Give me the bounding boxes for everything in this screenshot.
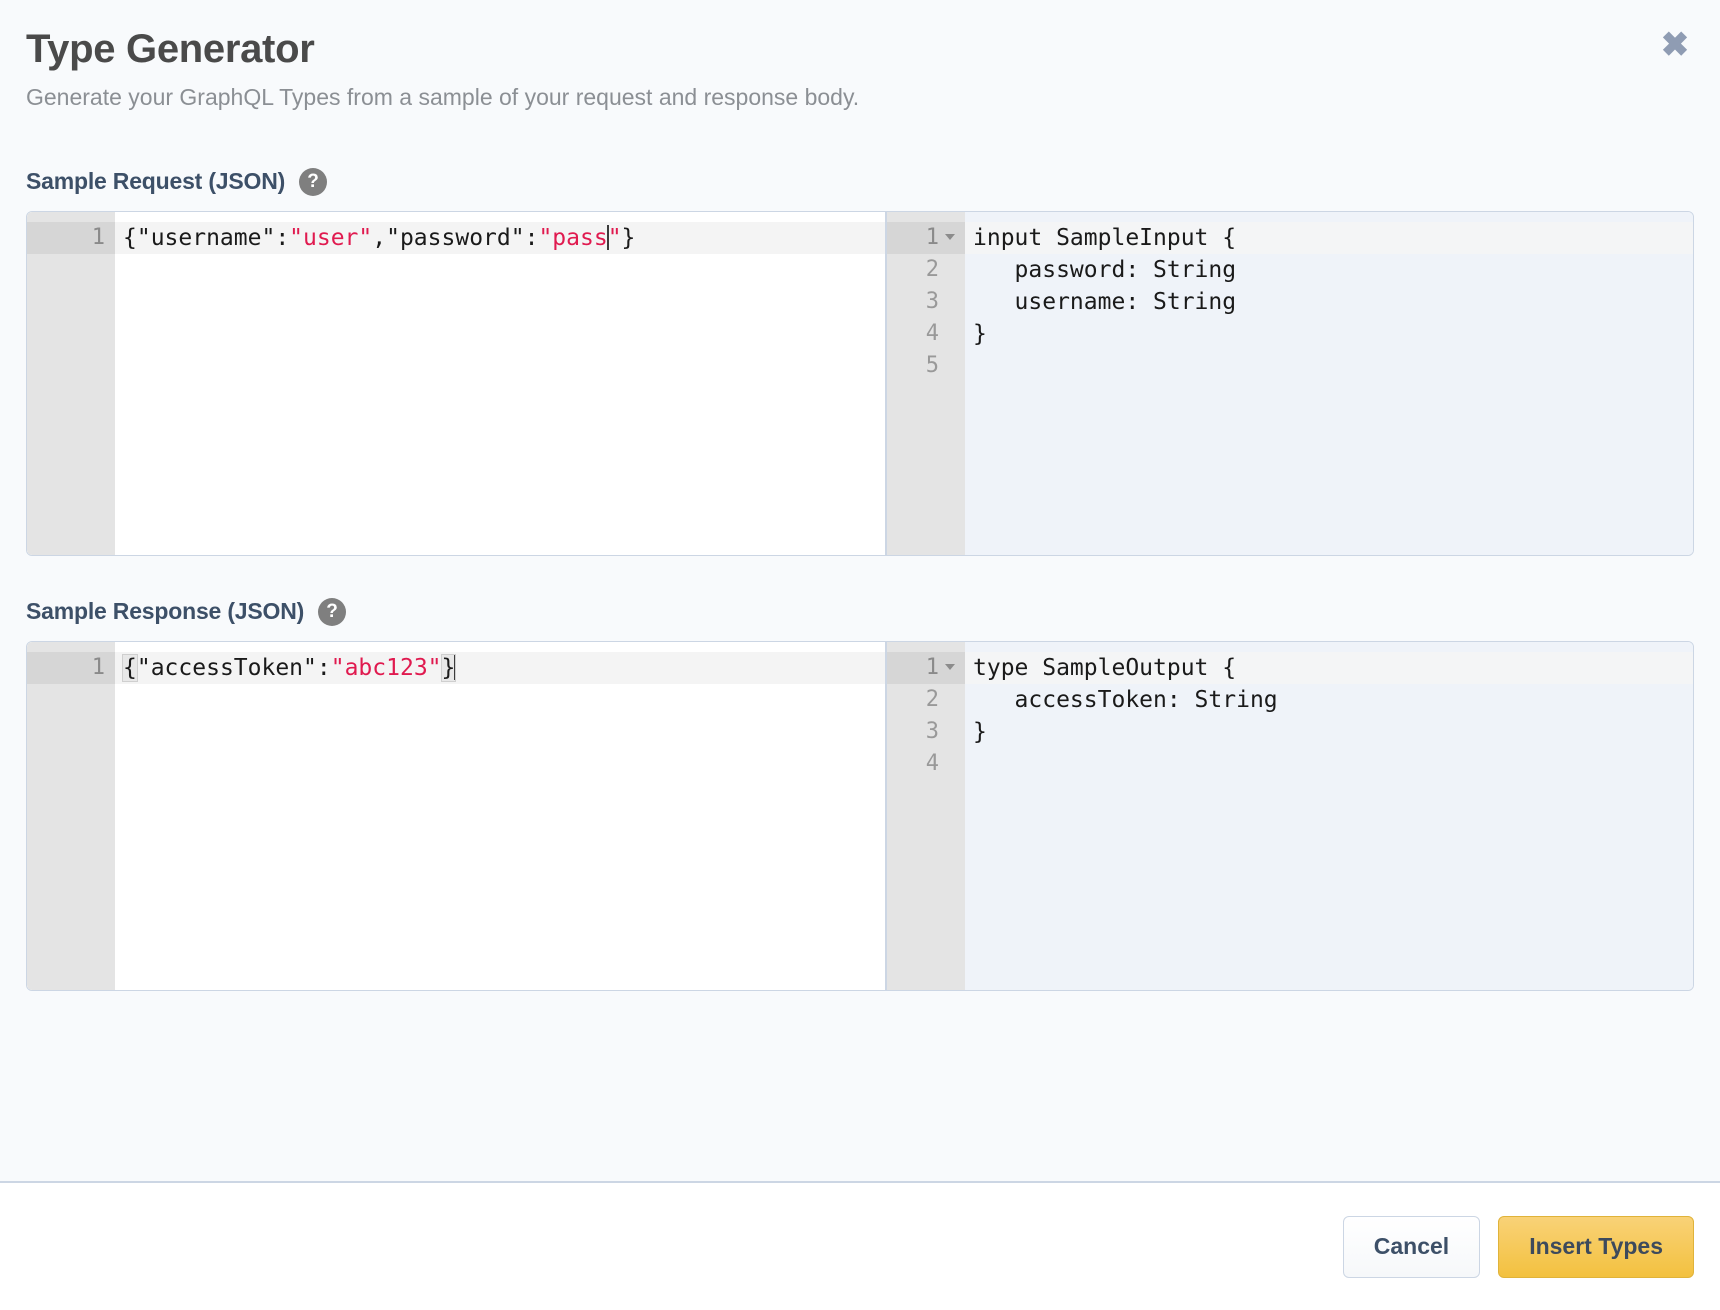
response-output-gutter: 1 2 3 4 — [887, 641, 965, 990]
request-json-editor[interactable]: 1 {"username":"user","password":"pass"} — [27, 211, 887, 555]
code-line: accessToken: String — [973, 686, 1278, 713]
request-output-gutter: 1 2 3 4 5 — [887, 211, 965, 555]
gutter-line: 1 — [887, 221, 965, 254]
insert-types-button[interactable]: Insert Types — [1498, 1215, 1694, 1278]
response-json-gutter: 1 — [27, 641, 115, 990]
gutter-line: 3 — [925, 288, 939, 314]
response-json-editor[interactable]: 1 {"accessToken":"abc123"} — [27, 641, 887, 990]
response-editor-pair: 1 {"accessToken":"abc123"} 1 2 3 4 type … — [26, 640, 1694, 991]
code-line[interactable]: {"accessToken":"abc123"} — [115, 651, 885, 684]
fold-arrow-icon[interactable] — [945, 233, 955, 240]
response-output-code-area[interactable]: type SampleOutput { accessToken: String … — [965, 642, 1693, 990]
code-line: input SampleInput { — [965, 221, 1693, 254]
gutter-line: 1 — [887, 651, 965, 684]
sample-response-label: Sample Response (JSON) — [26, 598, 305, 625]
sample-request-label: Sample Request (JSON) — [26, 168, 286, 195]
gutter-line: 4 — [925, 750, 939, 776]
code-line: username: String — [973, 288, 1237, 315]
code-line — [965, 748, 1693, 780]
help-circle-icon[interactable]: ? — [318, 597, 347, 626]
request-editor-pair: 1 {"username":"user","password":"pass"} … — [26, 210, 1694, 556]
text-caret — [454, 654, 457, 680]
page-subtitle: Generate your GraphQL Types from a sampl… — [26, 84, 860, 110]
request-json-gutter: 1 — [27, 211, 115, 555]
request-json-code-area[interactable]: {"username":"user","password":"pass"} — [115, 212, 885, 555]
code-line: type SampleOutput { — [965, 651, 1693, 684]
cancel-button[interactable]: Cancel — [1342, 1215, 1481, 1278]
code-line: } — [973, 320, 987, 347]
gutter-line: 1 — [27, 651, 115, 684]
response-json-code-area[interactable]: {"accessToken":"abc123"} — [115, 642, 885, 990]
page-title: Type Generator — [26, 27, 315, 71]
gutter-line: 4 — [925, 320, 939, 346]
code-line: password: String — [973, 256, 1237, 283]
gutter-line: 2 — [925, 686, 939, 712]
code-line[interactable]: {"username":"user","password":"pass"} — [115, 221, 885, 254]
gutter-line: 3 — [925, 718, 939, 744]
text-caret — [606, 224, 609, 250]
sample-request-section: Sample Request (JSON) ? 1 {"username":"u… — [26, 167, 1694, 556]
code-line — [965, 350, 1693, 382]
gutter-line: 2 — [925, 256, 939, 282]
sample-request-label-row: Sample Request (JSON) ? — [26, 167, 1694, 196]
request-graphql-output[interactable]: 1 2 3 4 5 input SampleInput { password: … — [887, 211, 1693, 555]
close-icon[interactable]: ✖ — [1654, 24, 1696, 66]
request-output-code-area[interactable]: input SampleInput { password: String use… — [965, 212, 1693, 555]
gutter-line: 1 — [27, 221, 115, 254]
help-circle-icon[interactable]: ? — [299, 167, 328, 196]
dialog-footer: Cancel Insert Types — [0, 1181, 1720, 1310]
fold-arrow-icon[interactable] — [945, 663, 955, 670]
sample-response-section: Sample Response (JSON) ? 1 {"accessToken… — [26, 597, 1694, 991]
gutter-line: 5 — [925, 352, 939, 378]
type-generator-dialog: ✖ Type Generator Generate your GraphQL T… — [26, 24, 1696, 991]
code-line: } — [973, 718, 987, 745]
sample-response-label-row: Sample Response (JSON) ? — [26, 597, 1694, 626]
response-graphql-output[interactable]: 1 2 3 4 type SampleOutput { accessToken:… — [887, 641, 1693, 990]
